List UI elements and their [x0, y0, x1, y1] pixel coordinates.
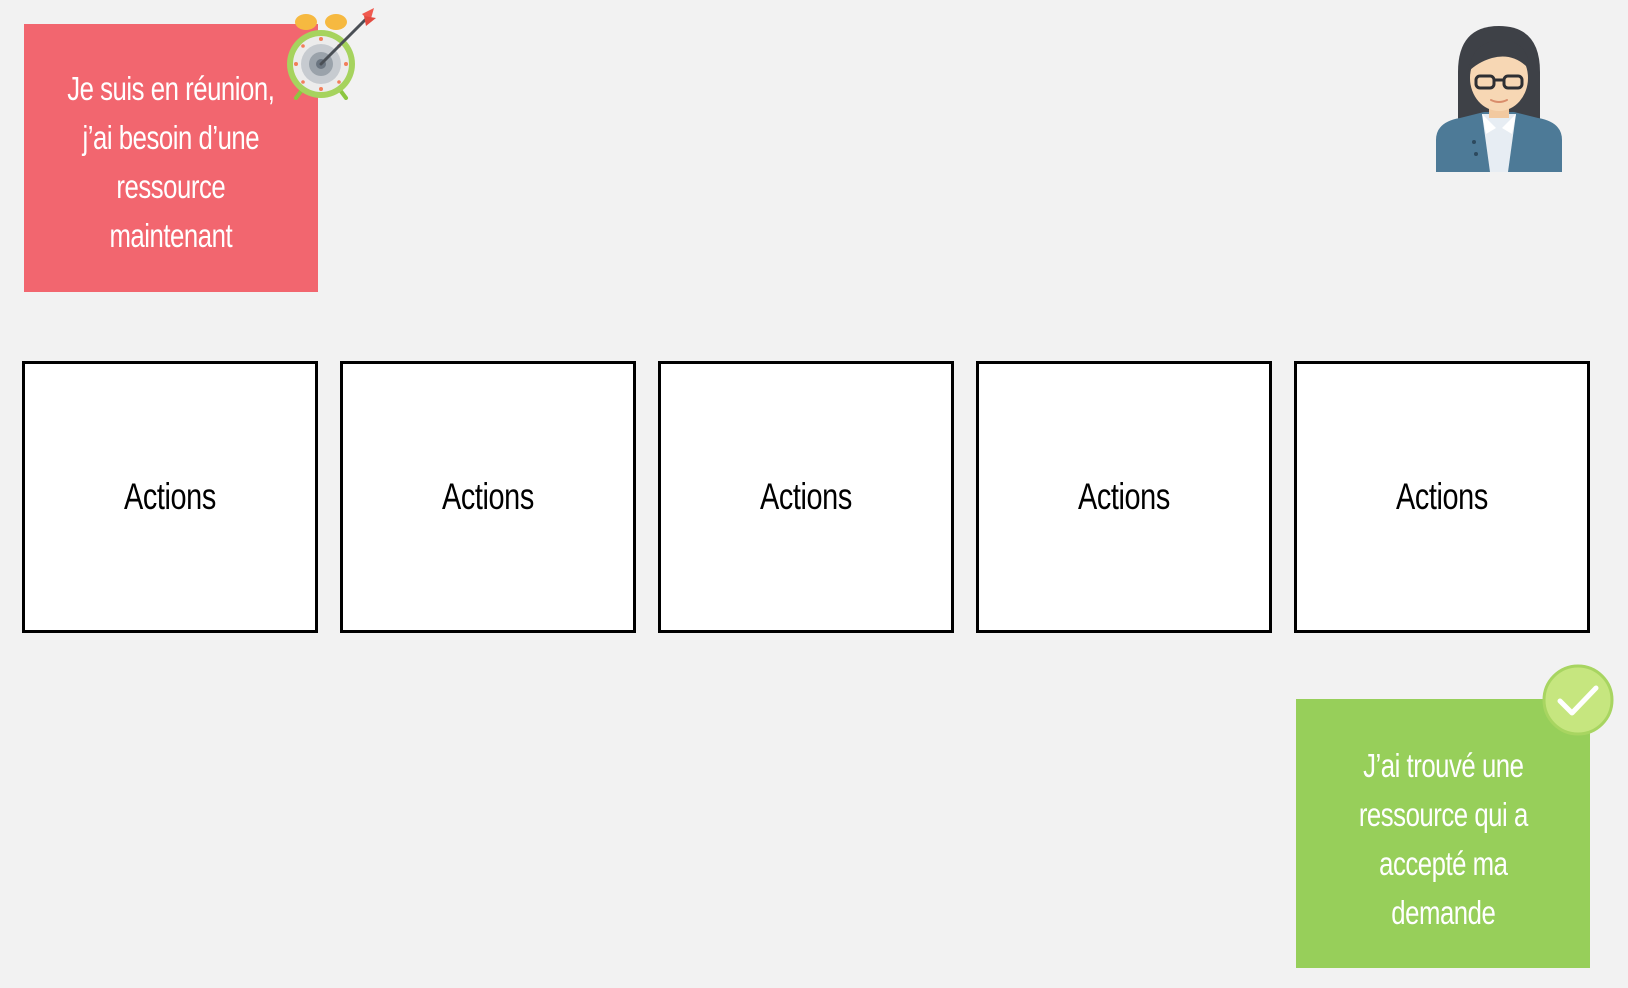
done-note-line: J’ai trouvé une	[1362, 746, 1524, 784]
alarm-clock-target-icon	[284, 4, 380, 100]
action-step-1: Actions	[22, 361, 318, 633]
done-note: J’ai trouvé une ressource qui a accepté …	[1296, 699, 1590, 968]
done-note-line: ressource qui a	[1358, 795, 1528, 833]
woman-avatar-icon	[1434, 22, 1564, 178]
action-step-5: Actions	[1294, 361, 1590, 633]
start-note-line: ressource	[116, 168, 226, 205]
checkmark-circle-icon	[1542, 664, 1614, 736]
action-step-label: Actions	[760, 476, 852, 517]
action-step-label: Actions	[124, 476, 216, 517]
action-step-3: Actions	[658, 361, 954, 633]
done-note-line: accepté ma	[1378, 844, 1508, 882]
start-note: Je suis en réunion, j’ai besoin d’une re…	[24, 24, 318, 292]
start-note-line: j’ai besoin d’une	[82, 119, 260, 156]
action-step-4: Actions	[976, 361, 1272, 633]
done-note-text: J’ai trouvé une ressource qui a accepté …	[1359, 741, 1528, 937]
done-note-line: demande	[1390, 893, 1496, 931]
start-note-line: Je suis en réunion,	[67, 70, 275, 107]
action-step-2: Actions	[340, 361, 636, 633]
action-step-label: Actions	[1078, 476, 1170, 517]
action-step-label: Actions	[442, 476, 534, 517]
start-note-line: maintenant	[109, 217, 233, 254]
action-step-label: Actions	[1396, 476, 1488, 517]
start-note-text: Je suis en réunion, j’ai besoin d’une re…	[67, 64, 275, 260]
